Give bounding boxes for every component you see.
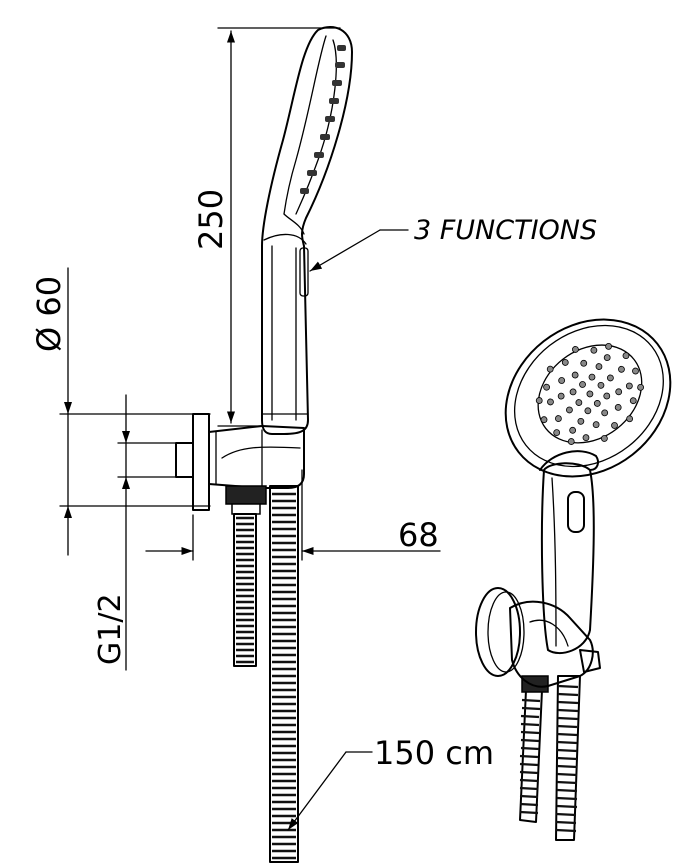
- functions-leader: [309, 229, 381, 272]
- persp-hose-right-ridges: [555, 684, 579, 833]
- holder-body: [208, 425, 305, 489]
- neck-line: [263, 233, 307, 245]
- persp-head-face: [513, 324, 664, 468]
- nozzle-row: [300, 45, 346, 194]
- hose-left-ridges: [236, 516, 254, 664]
- holder-curve: [221, 446, 301, 459]
- diameter-label: Ø 60: [30, 276, 68, 352]
- persp-handle-line: [551, 477, 557, 647]
- thread-dimension: G1/2: [93, 394, 177, 671]
- thread-arrow-top: [122, 431, 130, 443]
- wall-thread: [175, 442, 194, 478]
- side-view-hose-right: [269, 485, 299, 863]
- shower-body-outline: [261, 25, 353, 435]
- persp-hose-right: [555, 675, 581, 841]
- persp-wall-flange: [475, 587, 521, 677]
- persp-head: [504, 318, 672, 478]
- thread-label: G1/2: [93, 593, 128, 665]
- hose-label: 150 cm: [374, 734, 494, 772]
- hose-callout: 150 cm: [287, 734, 494, 831]
- head-face-line: [295, 39, 337, 215]
- persp-head-ring: [537, 344, 643, 444]
- hose-ferrule: [231, 503, 261, 515]
- persp-head-rim: [504, 318, 672, 478]
- hose-leader: [287, 751, 347, 831]
- persp-nozzles: [535, 342, 645, 445]
- depth-dimension: 68: [145, 469, 441, 561]
- neck-curve: [283, 213, 305, 235]
- length-label: 250: [192, 189, 230, 250]
- wall-flange: [192, 413, 210, 511]
- head-inner-line: [283, 35, 327, 215]
- persp-holder-line: [529, 619, 569, 647]
- diameter-arrow-top: [64, 402, 72, 414]
- hose-left-outline: [233, 513, 257, 667]
- hose-right-outline: [269, 485, 299, 863]
- side-view-wall-bracket: [175, 413, 305, 515]
- persp-function-button: [567, 491, 585, 533]
- hose-nut: [225, 485, 267, 505]
- persp-neck: [539, 450, 599, 471]
- diameter-arrow-bottom: [64, 506, 72, 518]
- persp-handle: [540, 462, 595, 655]
- side-view-hand-shower: [261, 25, 353, 435]
- diameter-dimension: Ø 60: [30, 267, 211, 556]
- persp-hose-left-ridges: [519, 698, 541, 815]
- thread-arrow-bottom: [122, 477, 130, 489]
- function-button: [299, 247, 309, 297]
- functions-callout: 3 FUNCTIONS: [309, 215, 597, 272]
- length-dimension: 250: [192, 27, 341, 427]
- hose-right-ridges: [272, 492, 296, 860]
- persp-hose-nut: [521, 675, 549, 693]
- persp-holder-knob: [579, 649, 601, 673]
- side-view-hose-left: [233, 513, 257, 667]
- functions-label: 3 FUNCTIONS: [414, 215, 597, 246]
- persp-wall-flange-inner: [487, 591, 525, 673]
- depth-label: 68: [398, 516, 439, 554]
- perspective-view: [475, 318, 672, 841]
